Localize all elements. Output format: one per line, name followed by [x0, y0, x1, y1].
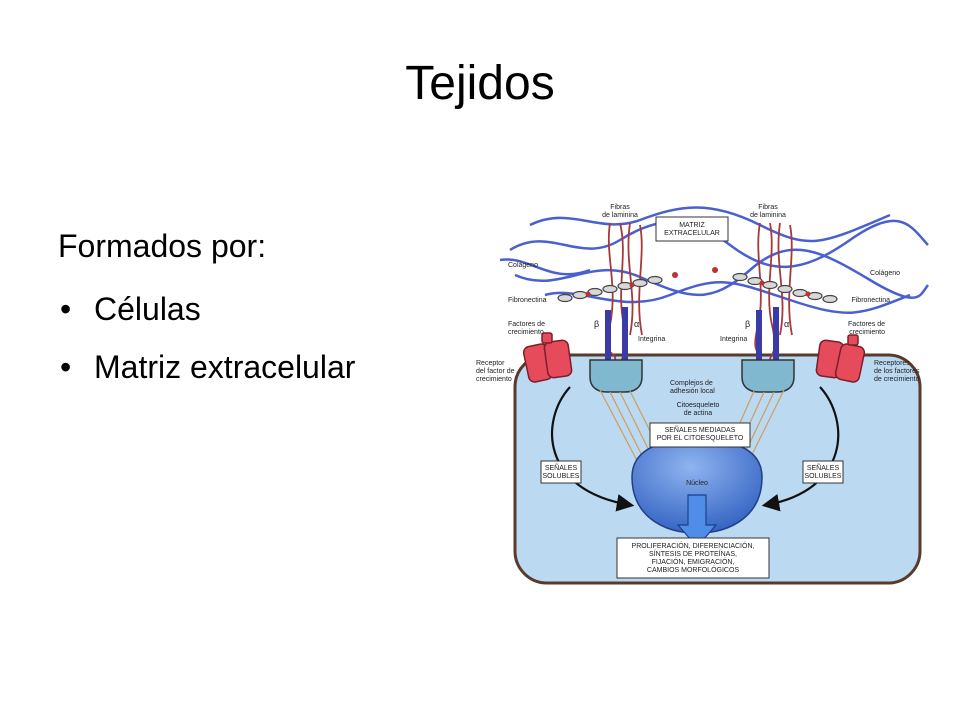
growth-factor-receptor-left: [522, 332, 573, 383]
matriz-box: [655, 216, 729, 242]
bullet-icon: •: [60, 349, 72, 386]
integrin-right: [756, 307, 779, 365]
integrin-left: [605, 307, 628, 365]
label-nucleo: Núcleo: [686, 480, 708, 487]
senales-solubles-box-left: [540, 460, 582, 484]
soluble-signal-arrow-left: [551, 386, 635, 512]
adhesion-complex-right: [741, 359, 795, 393]
bullet-text: Matriz extracelular: [94, 349, 356, 386]
label-beta-right: β: [745, 319, 750, 329]
label-alpha-right: α: [784, 319, 789, 329]
label-fibronectina-left: Fibronectina: [508, 297, 547, 304]
slide-title: Tejidos: [405, 57, 555, 110]
label-integrina-left: Integrina: [638, 336, 665, 343]
label-beta-left: β: [594, 319, 599, 329]
growth-factor-receptor-right: [815, 334, 866, 383]
collagen-fibers: [499, 206, 929, 314]
intro-text: Formados por:: [58, 228, 267, 264]
label-colageno-right: Colágeno: [870, 270, 900, 277]
label-integrina-right: Integrina: [720, 336, 747, 343]
senales-solubles-box-right: [802, 460, 844, 484]
bullet-text: Células: [94, 291, 201, 327]
fibronectin-chains: [557, 267, 838, 304]
label-colageno-left: Colágeno: [508, 262, 538, 269]
bullet-item: • Matriz extracelular: [58, 348, 355, 386]
adhesion-complex-left: [589, 359, 643, 393]
bullet-list: • Células • Matriz extracelular: [58, 290, 355, 407]
bullet-icon: •: [60, 291, 72, 327]
label-alpha-left: α: [634, 319, 639, 329]
senales-mediadas-box: [649, 422, 751, 448]
soluble-signal-arrow-right: [761, 386, 840, 512]
outcomes-box: [616, 537, 770, 579]
label-outcomes: PROLIFERACIÓN, DIFERENCIACIÓN,SÍNTESIS D…: [632, 541, 755, 574]
bullet-item: • Células: [58, 290, 355, 328]
nucleus-arrow: [676, 494, 718, 548]
label-fibronectina-right: Fibronectina: [851, 297, 890, 304]
